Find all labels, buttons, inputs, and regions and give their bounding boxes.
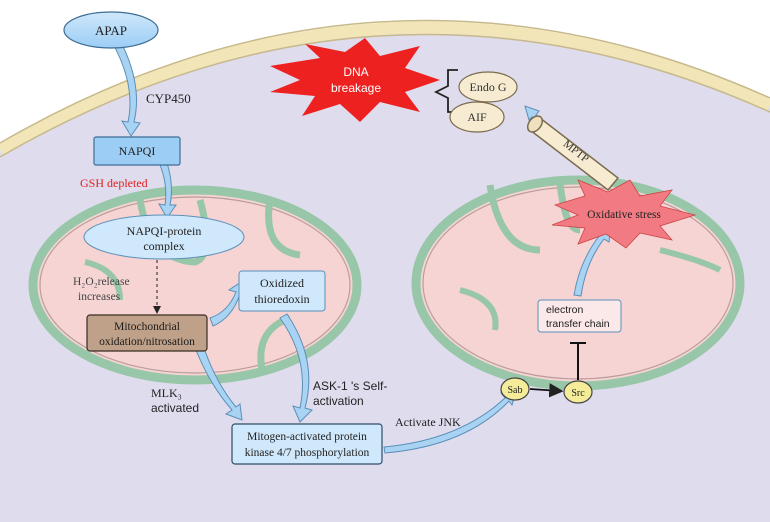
etc-line1: electron [546, 304, 584, 316]
mapk-line1: Mitogen-activated protein [247, 431, 367, 443]
electron-transfer-chain-node: electron transfer chain [537, 299, 622, 333]
ask1-line2: activation [313, 394, 364, 408]
endo-g-node: Endo G [458, 71, 518, 103]
arrow-thio-to-mapk [279, 313, 313, 423]
gsh-depleted-label: GSH depleted [80, 176, 148, 190]
cell-membrane [0, 21, 770, 156]
dna-line2: breakage [331, 81, 381, 95]
src-node: Src [563, 380, 593, 404]
napqi-node: NAPQI [93, 136, 181, 166]
mapk-node: Mitogen-activated protein kinase 4/7 pho… [231, 423, 383, 465]
arrow-mito-to-mapk [195, 347, 243, 421]
arrow-apap-to-napqi [111, 39, 141, 137]
activate-jnk-label: Activate JNK [395, 415, 461, 429]
src-label: Src [571, 388, 585, 399]
mito-ox-line2: oxidation/nitrosation [99, 336, 195, 348]
sab-node: Sab [500, 377, 530, 401]
dna-line1: DNA [343, 65, 368, 79]
oxidative-stress-burst: Oxidative stress [551, 179, 697, 249]
napqi-complex-line2: complex [143, 239, 184, 253]
mlk3-line2: activated [151, 401, 199, 415]
mito-ox-line1: Mitochondrial [114, 321, 180, 333]
napqi-label: NAPQI [119, 144, 156, 158]
mlk3-line1: MLK₃ [151, 386, 182, 400]
dna-breakage-burst: DNA breakage [270, 38, 440, 122]
sab-to-src-arrow [529, 383, 564, 398]
ask1-line1: ASK-1 's Self- [313, 379, 387, 393]
endo-g-label: Endo G [470, 80, 507, 94]
arrow-napqi-to-complex [158, 162, 177, 219]
napqi-complex-node: NAPQI-protein complex [83, 214, 245, 260]
mapk-line2: kinase 4/7 phosphorylation [245, 447, 370, 459]
h2o2-line1: H₂O₂release [73, 276, 130, 288]
apap-node: APAP [63, 11, 159, 49]
thioredoxin-node: Oxidized thioredoxin [238, 270, 326, 312]
etc-line2: transfer chain [546, 318, 610, 330]
apap-label: APAP [95, 23, 127, 38]
mito-oxidation-node: Mitochondrial oxidation/nitrosation [86, 314, 208, 352]
sab-label: Sab [508, 385, 523, 396]
napqi-complex-line1: NAPQI-protein [127, 224, 202, 238]
aif-label: AIF [467, 110, 487, 124]
h2o2-line2: increases [78, 291, 121, 303]
inhibition-line [570, 342, 586, 380]
aif-node: AIF [449, 101, 505, 133]
bracket [433, 69, 458, 113]
thio-line2: thioredoxin [254, 292, 309, 306]
thio-line1: Oxidized [260, 276, 304, 290]
oxidative-stress-label: Oxidative stress [587, 209, 661, 221]
cyp450-label: CYP450 [146, 91, 191, 106]
